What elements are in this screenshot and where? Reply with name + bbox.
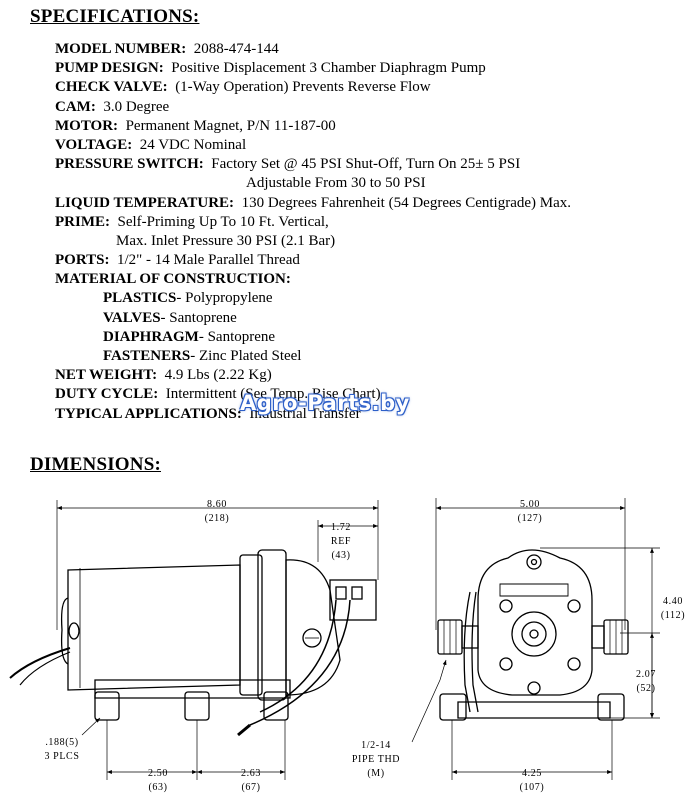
- height-mm-label: (112): [661, 610, 685, 621]
- port-height-label: 2.07: [636, 669, 656, 680]
- spec-label: MODEL NUMBER:: [55, 41, 187, 57]
- width-mm-label: (127): [518, 513, 543, 524]
- spec-value: Industrial Transfer: [249, 405, 361, 422]
- port-height-mm-label: (52): [636, 683, 655, 694]
- spec-label: CAM:: [55, 98, 96, 115]
- spec-value: 24 VDC Nominal: [139, 136, 247, 153]
- spec-prime-cont: Max. Inlet Pressure 30 PSI (2.1 Bar): [55, 232, 571, 251]
- spec-label: FASTENERS: [103, 348, 191, 364]
- spec-value: Factory Set @ 45 PSI Shut-Off, Turn On 2…: [211, 156, 521, 173]
- spec-fasteners: FASTENERS- Zinc Plated Steel: [55, 347, 571, 366]
- spec-ports: PORTS: 1/2" - 14 Male Parallel Thread: [55, 251, 571, 270]
- spec-value: (1-Way Operation) Prevents Reverse Flow: [175, 79, 431, 96]
- spec-pressure-switch-cont: Adjustable From 30 to 50 PSI: [55, 174, 571, 193]
- hole-count-label: 3 PLCS: [44, 751, 79, 762]
- ref-mm-label: (43): [331, 550, 350, 561]
- spec-value: - Santoprene: [198, 328, 276, 345]
- spec-label: MATERIAL OF CONSTRUCTION:: [55, 271, 291, 288]
- thread-label: 1/2-14: [361, 740, 391, 751]
- width-label: 5.00: [520, 499, 540, 510]
- base-left-label: 2.50: [148, 768, 168, 779]
- spec-label: PORTS:: [55, 252, 110, 269]
- spec-value: Positive Displacement 3 Chamber Diaphrag…: [171, 60, 486, 77]
- spec-label: TYPICAL APPLICATIONS:: [55, 405, 242, 422]
- spec-label: PRIME:: [55, 213, 110, 230]
- watermark: Agro-Parts.by: [240, 391, 410, 415]
- spec-label: PUMP DESIGN:: [55, 60, 164, 77]
- side-view: [9, 500, 379, 780]
- spec-net-weight: NET WEIGHT: 4.9 Lbs (2.22 Kg): [55, 366, 571, 385]
- dimensions-heading: DIMENSIONS:: [30, 454, 161, 475]
- base-width-mm-label: (107): [520, 782, 545, 793]
- spec-pump-design: PUMP DESIGN: Positive Displacement 3 Cha…: [55, 59, 571, 78]
- spec-model: MODEL NUMBER: 2088-474-144: [55, 40, 571, 59]
- spec-label: DIAPHRAGM: [103, 328, 199, 345]
- spec-applications: TYPICAL APPLICATIONS: Industrial Transfe…: [55, 405, 571, 424]
- spec-label: DUTY CYCLE:: [55, 386, 159, 403]
- base-width-label: 4.25: [522, 768, 542, 779]
- overall-length-mm-label: (218): [205, 513, 230, 524]
- spec-pressure-switch: PRESSURE SWITCH: Factory Set @ 45 PSI Sh…: [55, 155, 571, 174]
- spec-label: CHECK VALVE:: [55, 79, 168, 96]
- dimension-drawing: 8.60 (218) 1.72 REF (43) .188(5) 3 PLCS …: [9, 498, 685, 793]
- ref-label: REF: [331, 536, 351, 547]
- spec-motor: MOTOR: Permanent Magnet, P/N 11-187-00: [55, 117, 571, 136]
- spec-value: Self-Priming Up To 10 Ft. Vertical,: [117, 213, 329, 230]
- spec-value: 4.9 Lbs (2.22 Kg): [164, 367, 272, 384]
- spec-voltage: VOLTAGE: 24 VDC Nominal: [55, 136, 571, 155]
- hole-diameter-label: .188(5): [45, 737, 78, 748]
- spec-label: NET WEIGHT:: [55, 367, 158, 384]
- spec-value: 3.0 Degree: [103, 98, 170, 115]
- spec-value: Permanent Magnet, P/N 11-187-00: [125, 117, 336, 134]
- spec-value: Intermittent (See Temp. Rise Chart): [165, 386, 381, 403]
- spec-value: 2088-474-144: [193, 41, 279, 57]
- spec-diaphragm: DIAPHRAGM- Santoprene: [55, 328, 571, 347]
- spec-value: 1/2" - 14 Male Parallel Thread: [116, 252, 300, 269]
- overall-length-label: 8.60: [207, 499, 227, 510]
- spec-label: VOLTAGE:: [55, 136, 133, 153]
- spec-plastics: PLASTICS- Polypropylene: [55, 289, 571, 308]
- spec-value: - Polypropylene: [176, 290, 273, 307]
- spec-label: PRESSURE SWITCH:: [55, 156, 204, 173]
- spec-value: - Zinc Plated Steel: [190, 348, 302, 364]
- spec-liquid-temp: LIQUID TEMPERATURE: 130 Degrees Fahrenhe…: [55, 194, 571, 213]
- spec-label: MOTOR:: [55, 117, 119, 134]
- base-right-mm-label: (67): [241, 782, 260, 793]
- base-right-label: 2.63: [241, 768, 261, 779]
- spec-label: PLASTICS: [103, 290, 177, 307]
- spec-cam: CAM: 3.0 Degree: [55, 98, 571, 117]
- specifications-heading: SPECIFICATIONS:: [30, 6, 200, 27]
- specifications-list: MODEL NUMBER: 2088-474-144 PUMP DESIGN: …: [55, 40, 571, 424]
- spec-label: LIQUID TEMPERATURE:: [55, 194, 235, 211]
- spec-value: - Santoprene: [160, 309, 237, 326]
- spec-valves: VALVES- Santoprene: [55, 309, 571, 328]
- spec-value: 130 Degrees Fahrenheit (54 Degrees Centi…: [241, 194, 572, 211]
- spec-duty-cycle: DUTY CYCLE: Intermittent (See Temp. Rise…: [55, 385, 571, 404]
- spec-prime: PRIME: Self-Priming Up To 10 Ft. Vertica…: [55, 213, 571, 232]
- spec-value: Max. Inlet Pressure 30 PSI (2.1 Bar): [116, 232, 336, 249]
- height-label: 4.40: [663, 596, 683, 607]
- spec-value: Adjustable From 30 to 50 PSI: [246, 175, 426, 192]
- ref-value-label: 1.72: [331, 522, 351, 533]
- thread-note-label: (M): [367, 768, 384, 779]
- thread-type-label: PIPE THD: [352, 754, 400, 765]
- base-left-mm-label: (63): [148, 782, 167, 793]
- spec-check-valve: CHECK VALVE: (1-Way Operation) Prevents …: [55, 78, 571, 97]
- front-view: [411, 498, 660, 780]
- spec-material: MATERIAL OF CONSTRUCTION:: [55, 270, 571, 289]
- spec-label: VALVES: [103, 309, 161, 326]
